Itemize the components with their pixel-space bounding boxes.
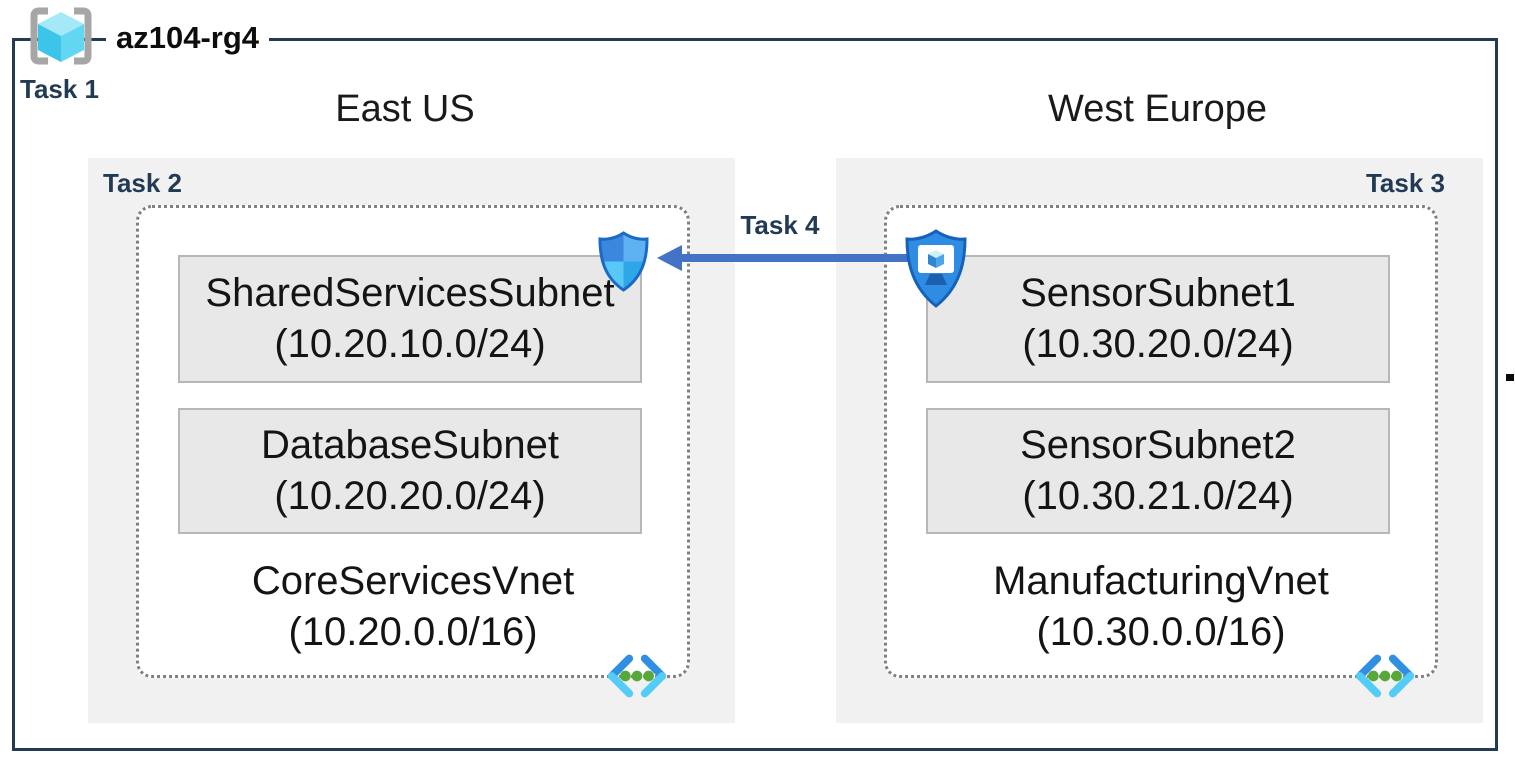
resource-group-border xyxy=(12,38,1498,751)
task1-label: Task 1 xyxy=(20,74,100,104)
subnet-sensor2: SensorSubnet2 (10.30.21.0/24) xyxy=(926,408,1390,534)
subnet-name: DatabaseSubnet xyxy=(260,422,559,467)
subnet-name: SharedServicesSubnet xyxy=(205,270,615,315)
vnet-box-manufacturing: SensorSubnet1 (10.30.20.0/24) SensorSubn… xyxy=(884,205,1438,698)
bracket-right xyxy=(74,7,92,65)
cube-glyph xyxy=(928,250,944,268)
subnet-cidr: (10.20.20.0/24) xyxy=(274,474,546,518)
vnet-label-coreservices: CoreServicesVnet (10.20.0.0/16) xyxy=(139,556,687,658)
region-box-west-europe: Task 3 SensorSubnet1 (10.30.20.0/24) Sen… xyxy=(836,158,1483,723)
subnet-database: DatabaseSubnet (10.20.20.0/24) xyxy=(178,408,642,534)
vnet-label-manufacturing: ManufacturingVnet (10.30.0.0/16) xyxy=(887,556,1435,658)
vnet-box-coreservices: SharedServicesSubnet (10.20.10.0/24) Dat… xyxy=(136,205,690,698)
resource-group-icon xyxy=(30,7,92,65)
peering-arrow xyxy=(657,245,912,271)
vnet-name: ManufacturingVnet xyxy=(993,559,1329,603)
vnet-cidr: (10.30.0.0/16) xyxy=(1036,610,1286,655)
subnet-name: SensorSubnet1 xyxy=(1020,270,1296,315)
region-box-east-us: Task 2 SharedServicesSubnet (10.20.10.0/… xyxy=(88,158,735,723)
subnet-sharedservices: SharedServicesSubnet (10.20.10.0/24) xyxy=(178,255,642,383)
subnet-sensor1: SensorSubnet1 (10.30.20.0/24) xyxy=(926,255,1390,383)
vnet-cidr: (10.20.0.0/16) xyxy=(288,610,538,655)
subnet-name: SensorSubnet2 xyxy=(1020,422,1296,467)
region-label-east-us: East US xyxy=(335,88,475,130)
region-label-west-europe: West Europe xyxy=(1048,88,1267,130)
virtual-network-icon xyxy=(607,654,667,698)
cube-glyph xyxy=(38,12,84,62)
subnet-cidr: (10.30.21.0/24) xyxy=(1022,474,1294,518)
task4-label: Task 4 xyxy=(740,210,820,240)
subnet-cidr: (10.30.20.0/24) xyxy=(1022,322,1294,366)
task3-label: Task 3 xyxy=(1365,168,1445,198)
vnet-name: CoreServicesVnet xyxy=(251,559,575,603)
monitor-stand xyxy=(925,274,947,285)
task2-label: Task 2 xyxy=(103,168,183,198)
shield-icon xyxy=(598,231,649,292)
edge-tick-mark xyxy=(1506,374,1514,381)
shield-monitor-icon xyxy=(905,229,967,308)
resource-group-title: az104-rg4 xyxy=(106,16,270,60)
subnet-cidr: (10.20.10.0/24) xyxy=(274,322,546,366)
virtual-network-icon xyxy=(1355,654,1415,698)
bracket-left xyxy=(30,7,48,65)
